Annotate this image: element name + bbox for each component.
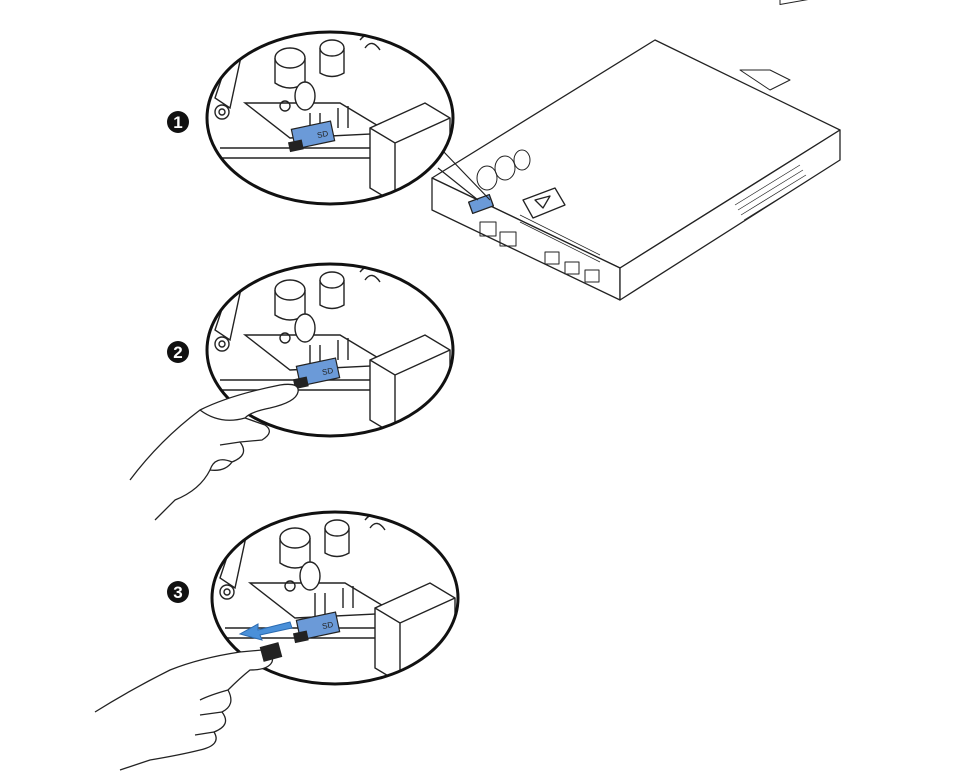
push-arrow-icon (238, 621, 293, 641)
module-side-face (619, 129, 841, 301)
step-2-callout: SD 2 (129, 264, 453, 521)
vent-grill (734, 164, 810, 221)
step-3-callout: SD 3 (94, 512, 458, 771)
module-capacitors (476, 149, 531, 191)
sd-card-label: SD (321, 366, 334, 377)
front-ports (479, 214, 601, 283)
sd-card-label: SD (321, 620, 334, 631)
step-number-badge: 1 (167, 111, 189, 133)
sd-card-icon: SD (287, 120, 336, 153)
step-1-callout: SD 1 (167, 32, 453, 204)
hand-icon (129, 383, 299, 521)
step-number-label: 1 (173, 113, 182, 132)
sd-card-icon: SD (292, 357, 341, 390)
callout-leader-line (437, 149, 491, 201)
step-number-label: 2 (173, 343, 182, 362)
step-number-label: 3 (173, 583, 182, 602)
sd-card-icon: SD (292, 611, 341, 644)
step-number-badge: 3 (167, 581, 189, 603)
sd-card-label: SD (316, 129, 329, 140)
controller-module-illustration (431, 0, 841, 301)
module-sd-card (467, 193, 495, 215)
module-triangle-label (522, 187, 566, 219)
hand-icon (94, 642, 283, 771)
rear-connectors (739, 0, 821, 91)
step-number-badge: 2 (167, 341, 189, 363)
